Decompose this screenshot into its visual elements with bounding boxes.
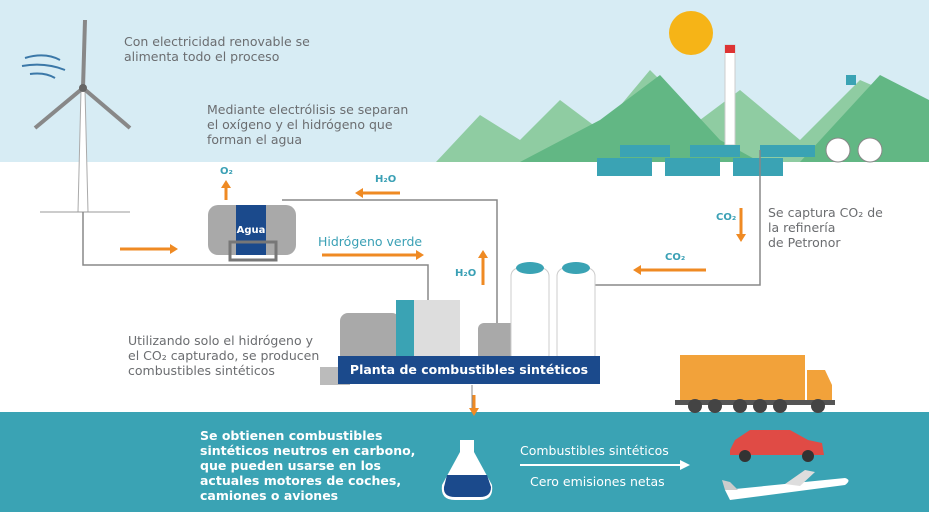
fuel-flask-icon xyxy=(441,440,493,500)
wind-turbine-icon xyxy=(33,19,132,213)
renewable-energy-text: Con electricidad renovable se alimenta t… xyxy=(124,34,310,64)
chimney xyxy=(724,44,736,146)
electrolysis-text: Mediante electrólisis se separan el oxíg… xyxy=(207,102,409,147)
result-text: Se obtienen combustibles sintéticos neut… xyxy=(200,428,416,503)
sun-icon xyxy=(669,11,713,55)
wind-icon xyxy=(21,54,66,79)
flow-arrows xyxy=(120,180,746,416)
h2o-up-label: H₂O xyxy=(455,268,477,279)
co2-left-label: CO₂ xyxy=(665,252,686,263)
zero-emissions-label: Cero emisiones netas xyxy=(530,474,665,489)
airplane-icon xyxy=(722,470,849,500)
synthetic-fuels-label: Combustibles sintéticos xyxy=(520,443,669,458)
car-icon xyxy=(730,430,824,462)
pipes xyxy=(82,150,761,330)
plant-label: Planta de combustibles sintéticos xyxy=(338,356,600,384)
electrolyzer xyxy=(208,205,296,262)
h2o-return-label: H₂O xyxy=(375,174,397,185)
co2-down-label: CO₂ xyxy=(716,212,737,223)
co2-capture-text: Se captura CO₂ de la refinería de Petron… xyxy=(768,205,883,250)
o2-label: O₂ xyxy=(220,166,233,177)
green-hydrogen-label: Hidrógeno verde xyxy=(318,234,423,249)
water-tank-label: Agua xyxy=(236,225,266,236)
production-text: Utilizando solo el hidrógeno y el CO₂ ca… xyxy=(128,333,320,378)
truck-icon xyxy=(675,355,835,413)
synthetic-fuel-plant xyxy=(320,262,596,412)
refinery-tanks xyxy=(597,145,815,176)
